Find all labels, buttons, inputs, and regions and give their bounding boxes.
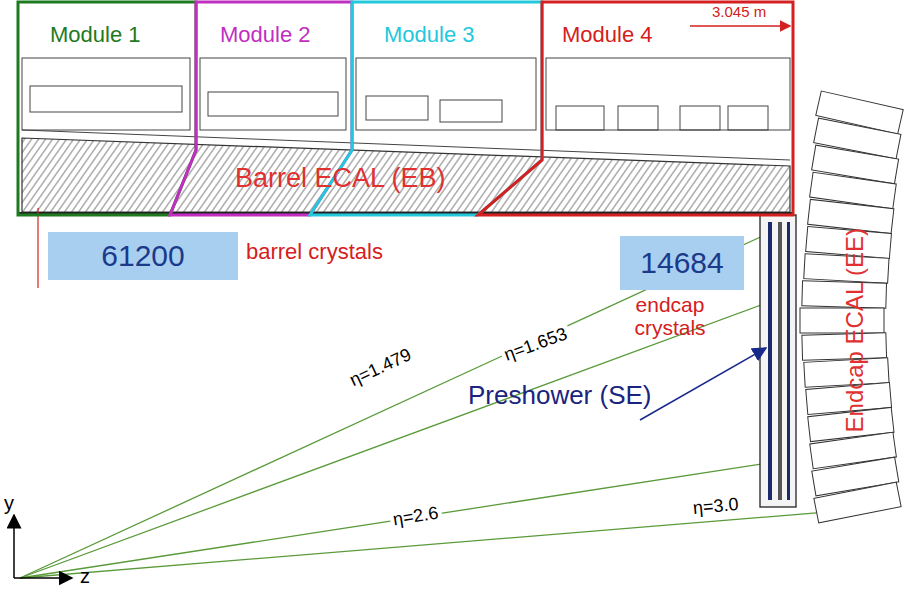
pointer-arrow: [640, 348, 766, 420]
crystal-label: barrel crystals: [246, 240, 383, 264]
axis-label: y: [4, 492, 14, 514]
preshower-detector: [760, 215, 796, 507]
module-outline: Module 1: [18, 2, 196, 215]
dimension-arrow: [690, 25, 790, 27]
module-title: Module 4: [562, 22, 653, 48]
axis-marker: [37, 208, 38, 288]
crystal-count: 14684: [640, 246, 723, 280]
endcap-label: Endcap ECAL (EE): [842, 228, 868, 433]
count-box: 61200: [48, 232, 238, 280]
module-title: Module 2: [220, 22, 311, 48]
crystal-block: [814, 482, 901, 523]
crystal-hatching: [22, 138, 790, 212]
crystal-label: endcap crystals: [622, 293, 718, 339]
module-title: Module 3: [384, 22, 475, 48]
dimension-label: 3.045 m: [712, 4, 766, 21]
module-title: Module 1: [50, 22, 141, 48]
eta-label: η=1.479: [344, 344, 417, 392]
eta-label: η=1.653: [499, 323, 573, 366]
barrel-label: Barrel ECAL (EB): [235, 164, 446, 194]
eta-label: η=2.6: [389, 503, 443, 531]
z-axis: [14, 577, 72, 579]
module-border-line: [18, 2, 196, 215]
axis-label: z: [80, 565, 90, 587]
module-outline: Module 4: [478, 2, 793, 215]
endcap-crystals: [800, 91, 903, 523]
crystal-count: 61200: [101, 239, 184, 273]
preshower-label: Preshower (SE): [468, 381, 652, 410]
count-box: 14684: [620, 236, 744, 290]
eta-label: η=3.0: [689, 495, 742, 519]
y-axis: [13, 515, 15, 578]
module-border-line: [478, 2, 793, 215]
